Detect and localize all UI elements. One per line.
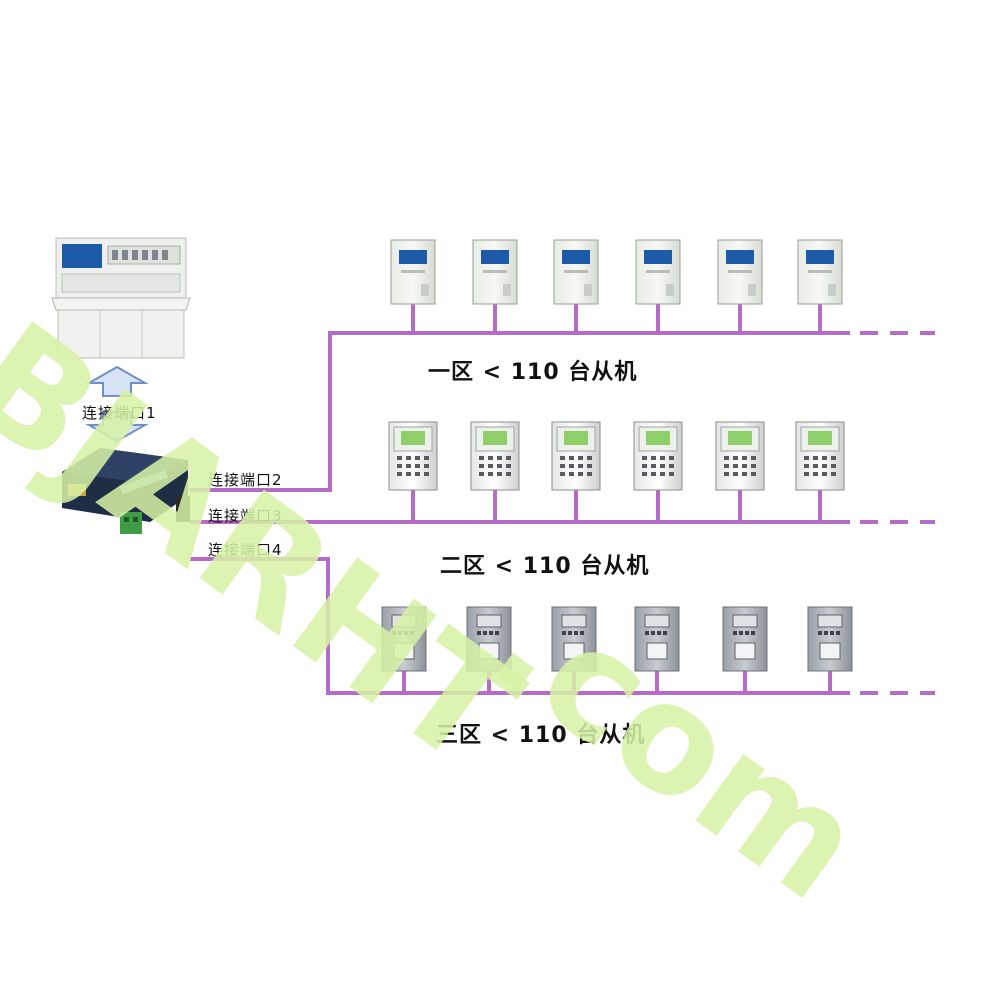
console-screen (62, 244, 102, 268)
slave-device (717, 239, 763, 305)
port2-bus-line (190, 331, 850, 492)
slave-device (807, 606, 853, 672)
slave-device (722, 606, 768, 672)
slave-device (635, 239, 681, 305)
zone3-devices (381, 606, 853, 672)
port4-label: 连接端口4 (208, 541, 283, 559)
zone2-label: 二区 < 110 台从机 (440, 554, 650, 579)
slave-device (797, 239, 843, 305)
port1-label: 连接端口1 (82, 404, 157, 422)
slave-device (634, 606, 680, 672)
zone1-devices (390, 239, 843, 305)
slave-device (381, 606, 427, 672)
slave-device (715, 421, 765, 491)
bidirectional-arrow-icon (85, 365, 149, 443)
slave-device (388, 421, 438, 491)
slave-device (472, 239, 518, 305)
zone2-devices (388, 421, 845, 491)
slave-device (633, 421, 683, 491)
host-console (51, 237, 191, 359)
zone1-label: 一区 < 110 台从机 (428, 360, 638, 385)
port2-label: 连接端口2 (208, 471, 283, 489)
slave-device (795, 421, 845, 491)
port4-bus-line (190, 557, 850, 695)
slave-device (470, 421, 520, 491)
port3-label: 连接端口3 (208, 507, 283, 525)
slave-device (390, 239, 436, 305)
slave-device (466, 606, 512, 672)
slave-device (553, 239, 599, 305)
device-drop-lines (402, 304, 832, 693)
slave-device (551, 421, 601, 491)
slave-device (551, 606, 597, 672)
zone3-label: 三区 < 110 台从机 (436, 723, 646, 748)
bus-lines (190, 331, 935, 695)
terminal-block (120, 512, 142, 534)
serial-converter-device (62, 448, 190, 534)
